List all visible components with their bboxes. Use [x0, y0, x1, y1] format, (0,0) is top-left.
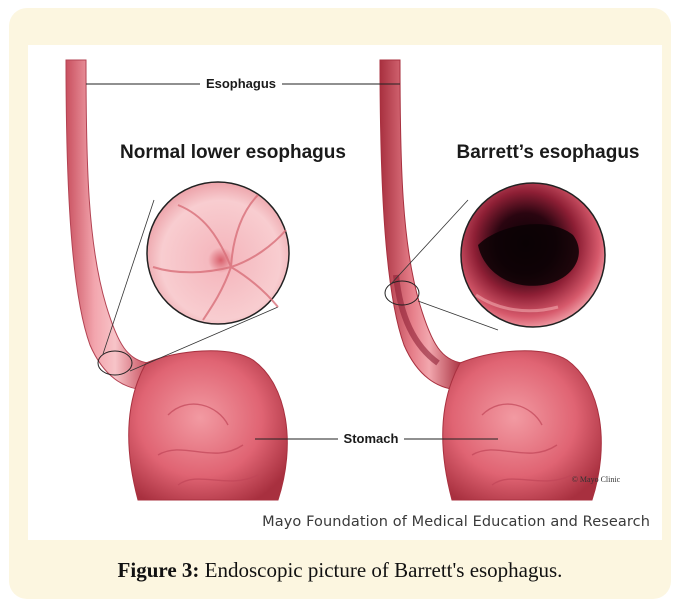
figure-image: Esophagus Normal lower esophagus Barrett…	[28, 45, 662, 540]
esophagus-illustration: Esophagus Normal lower esophagus Barrett…	[28, 45, 662, 540]
right-esophagus-tube	[380, 60, 462, 390]
left-stomach	[129, 351, 287, 500]
left-esophagus-tube	[66, 60, 148, 390]
caption-prefix: Figure 3:	[118, 558, 200, 582]
normal-endoscopic-view	[147, 182, 289, 324]
mayo-clinic-watermark: © Mayo Clinic	[572, 475, 621, 484]
caption-text: Endoscopic picture of Barrett's esophagu…	[199, 558, 562, 582]
barrett-esophagus-title: Barrett’s esophagus	[456, 142, 639, 163]
normal-esophagus-title: Normal lower esophagus	[120, 142, 346, 163]
stomach-label: Stomach	[344, 431, 399, 446]
esophagus-label: Esophagus	[206, 76, 276, 91]
image-credit: Mayo Foundation of Medical Education and…	[262, 514, 650, 530]
figure-caption: Figure 3: Endoscopic picture of Barrett'…	[0, 558, 680, 583]
